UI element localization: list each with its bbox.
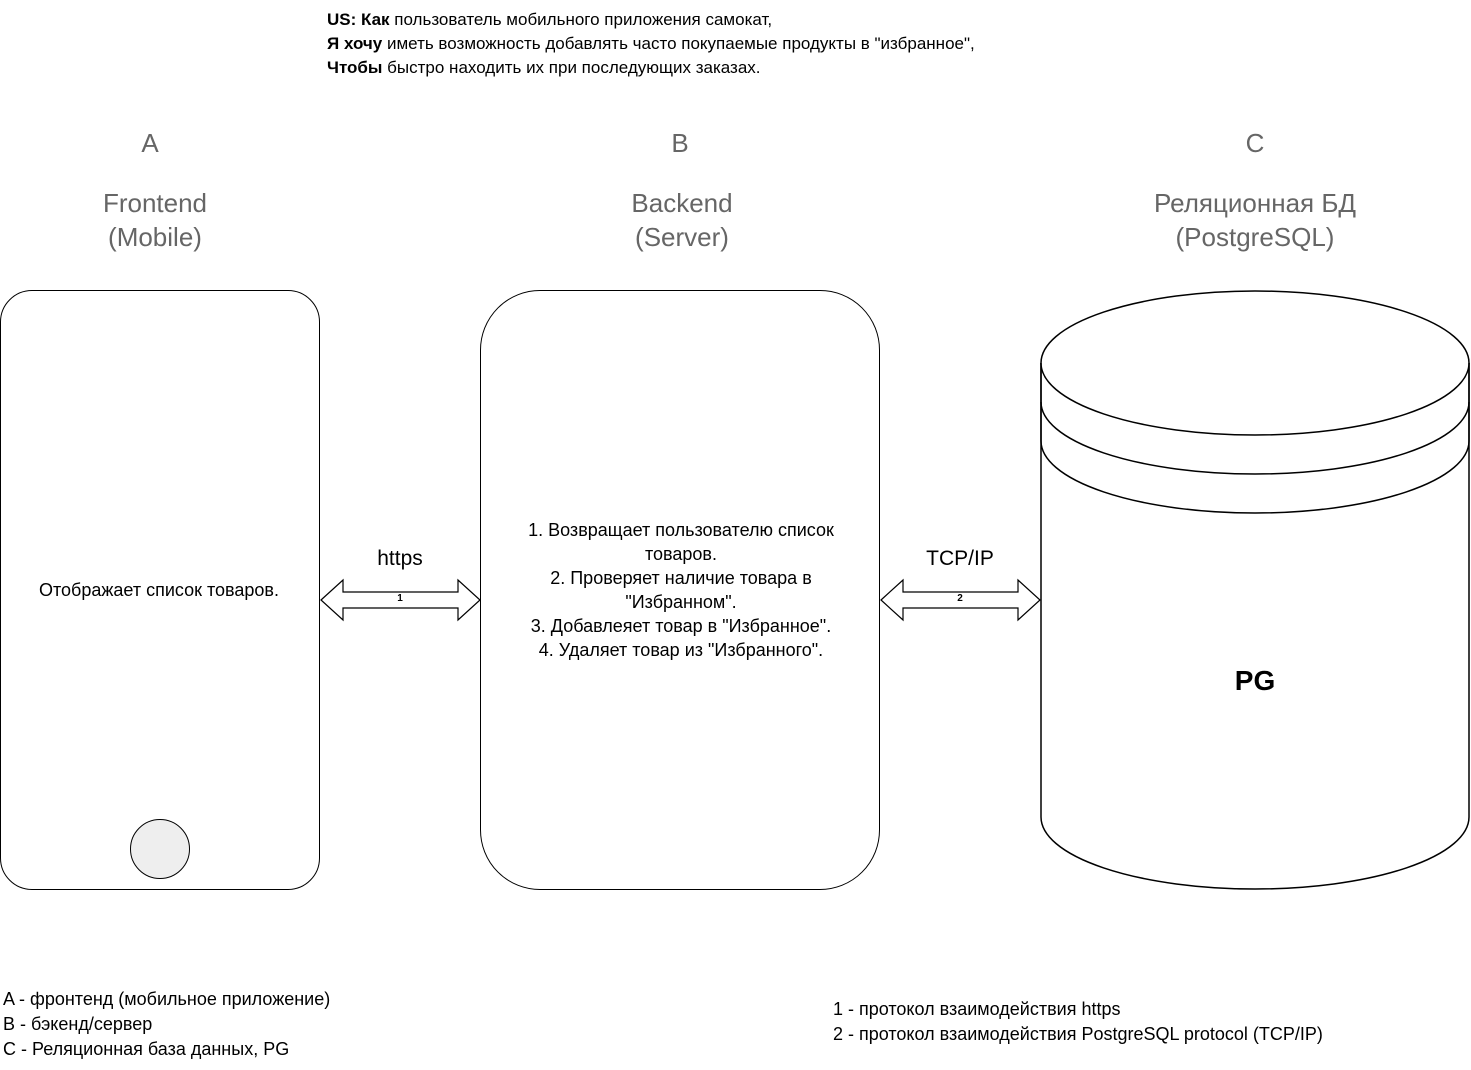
database-label: PG xyxy=(1234,665,1276,696)
column-letter-a: A xyxy=(141,128,159,158)
column-letter-b: B xyxy=(671,128,689,158)
tcpip-label: TCP/IP xyxy=(926,547,994,570)
user-story-line-1: US: Как пользователь мобильного приложен… xyxy=(327,10,773,29)
phone-home-button xyxy=(130,819,190,879)
frontend-description: Отображает список товаров. xyxy=(39,580,279,600)
backend-title: Backend (Server) xyxy=(631,188,733,252)
frontend-title: Frontend (Mobile) xyxy=(102,188,208,252)
backend-description: 1. Возвращает пользователю список товаро… xyxy=(528,520,834,660)
user-story-line-2: Я хочу иметь возможность добавлять часто… xyxy=(327,34,975,53)
column-letter-c: C xyxy=(1245,128,1265,158)
frontend-mobile-box xyxy=(0,290,320,890)
tcpip-arrow xyxy=(880,578,1041,622)
user-story: US: Как пользователь мобильного приложен… xyxy=(327,8,975,80)
legend-components: A - фронтенд (мобильное приложение) B - … xyxy=(3,989,331,1059)
database-cylinder xyxy=(1040,290,1470,890)
legend-protocols: 1 - протокол взаимодействия https 2 - пр… xyxy=(833,999,1323,1044)
connection-number-2: 2 xyxy=(957,593,963,604)
backend-server-box xyxy=(480,290,880,890)
connection-number-1: 1 xyxy=(397,593,403,604)
database-title: Реляционная БД (PostgreSQL) xyxy=(1153,188,1357,252)
https-arrow xyxy=(320,578,481,622)
https-label: https xyxy=(377,547,423,570)
user-story-line-3: Чтобы быстро находить их при последующих… xyxy=(327,58,761,77)
